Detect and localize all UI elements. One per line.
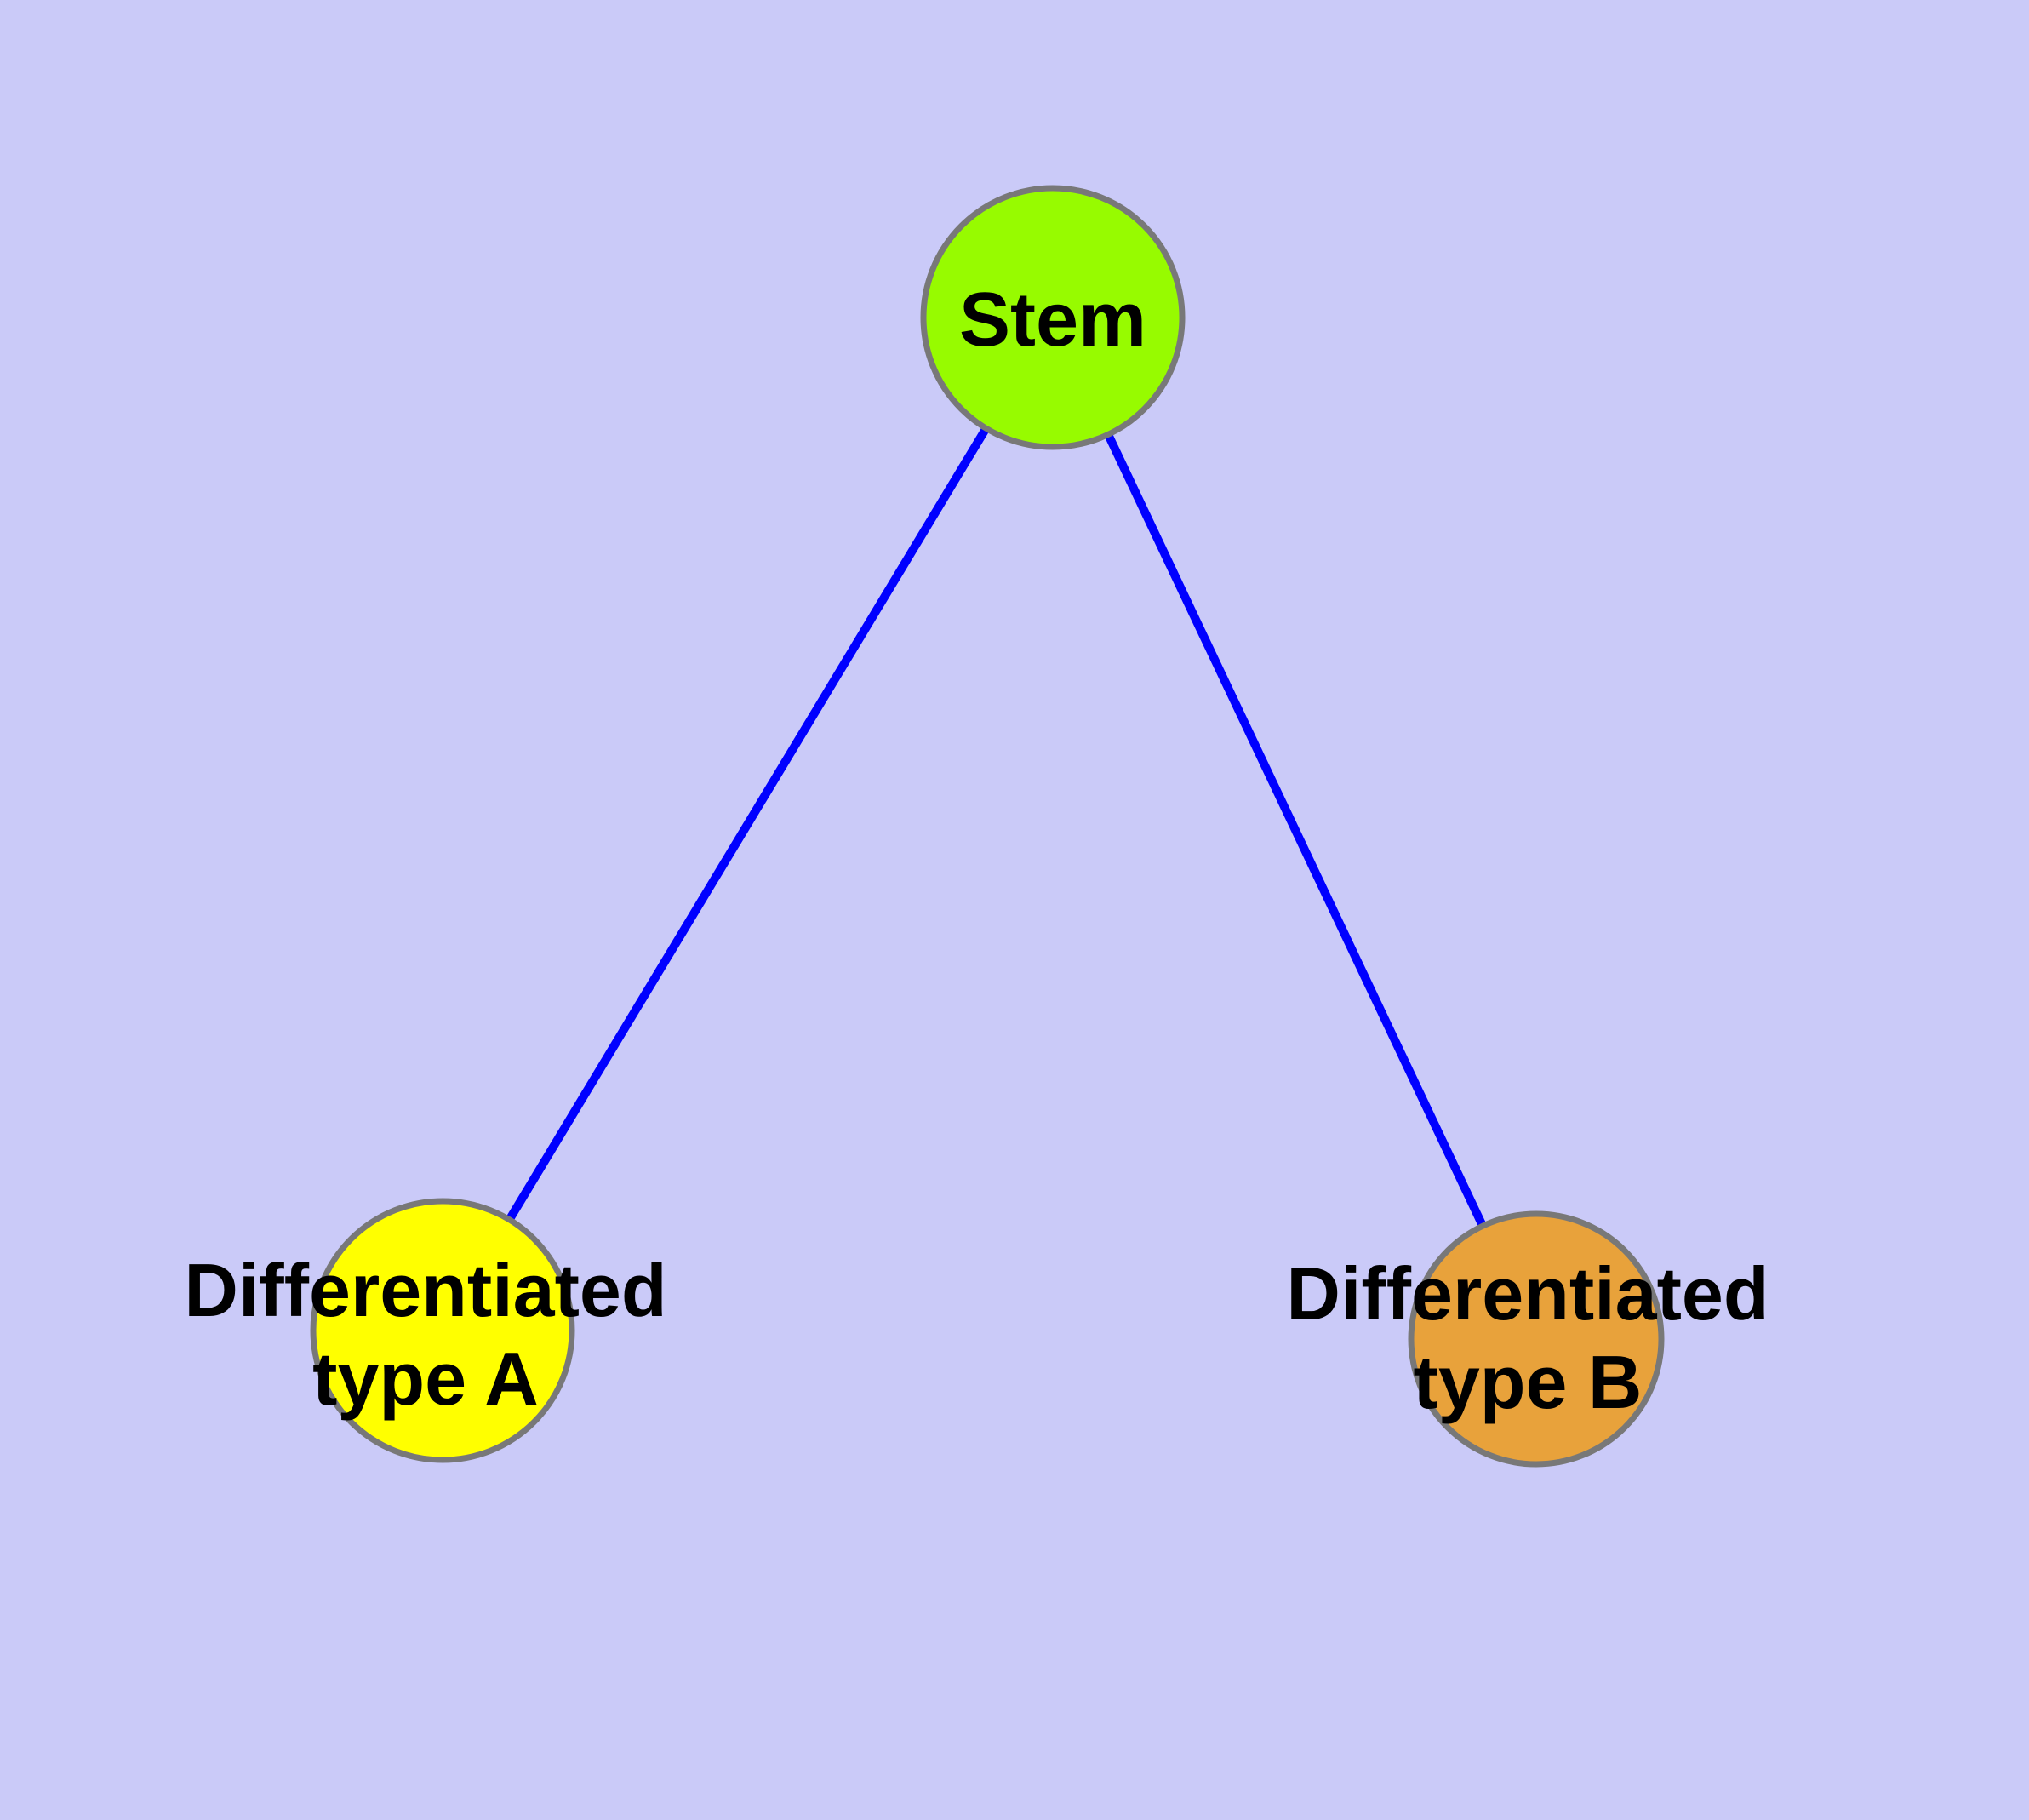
edge-stem-to-type-b[interactable]	[1049, 315, 1540, 1342]
node-stem[interactable]	[920, 185, 1186, 450]
node-differentiated-type-a[interactable]	[310, 1198, 575, 1463]
edge-stem-to-type-a[interactable]	[438, 315, 1057, 1333]
node-differentiated-type-b[interactable]	[1408, 1210, 1665, 1468]
